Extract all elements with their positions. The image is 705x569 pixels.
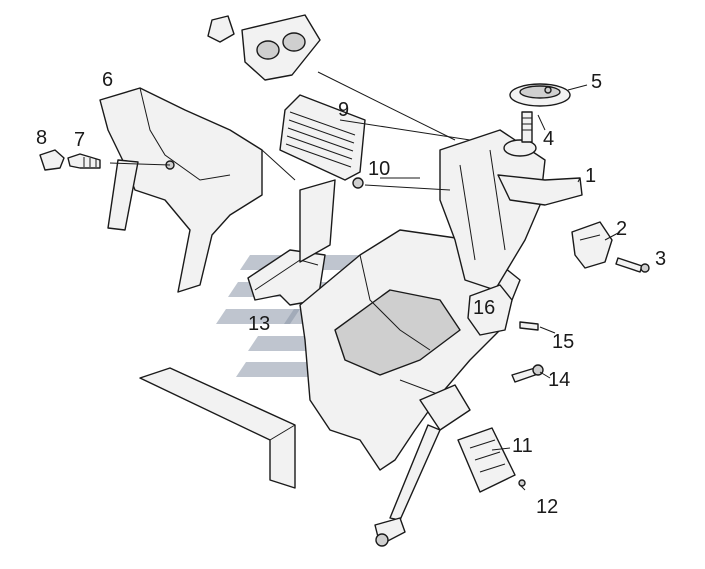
top-cover-part [207,14,321,81]
callout-15: 15 [552,331,574,353]
bearing-ring-part-5 [509,83,571,107]
callout-10: 10 [368,158,390,180]
callout-8: 8 [36,127,47,149]
callout-labels: 1 2 3 4 5 6 7 8 9 10 11 12 13 14 15 16 [36,69,666,518]
screw-part-12 [518,479,526,487]
cap-part-8 [39,149,65,171]
nut-part-10 [352,177,364,189]
floor-mat-part [139,367,296,489]
callout-6: 6 [102,69,113,91]
callout-4: 4 [543,128,554,150]
callout-14: 14 [548,369,570,391]
guard-part-2 [571,221,613,269]
callout-7: 7 [74,129,85,151]
head-tube-part-1 [439,129,583,291]
front-shield-part-6 [99,87,263,293]
frame-bolt-part-16 [467,284,513,336]
callout-3: 3 [655,248,666,270]
callout-2: 2 [616,218,627,240]
callout-9: 9 [338,99,349,121]
bolt-part-7 [67,153,101,169]
bolt-part-14 [511,364,544,383]
inner-panel-part [299,179,336,263]
callout-5: 5 [591,71,602,93]
pedal-plate-part-11 [457,427,516,493]
screw-part-15 [519,321,539,331]
screw-part-3 [615,257,650,273]
side-stand-part [374,424,441,547]
main-frame-part [299,229,521,471]
callout-11: 11 [512,435,533,457]
callout-13: 13 [248,313,270,335]
callout-1: 1 [585,165,596,187]
leader-lines [109,71,621,491]
steering-stem-part-4 [521,111,533,143]
callout-12: 12 [536,496,558,518]
cooler-part-9 [279,94,366,181]
callout-16: 16 [473,297,495,319]
